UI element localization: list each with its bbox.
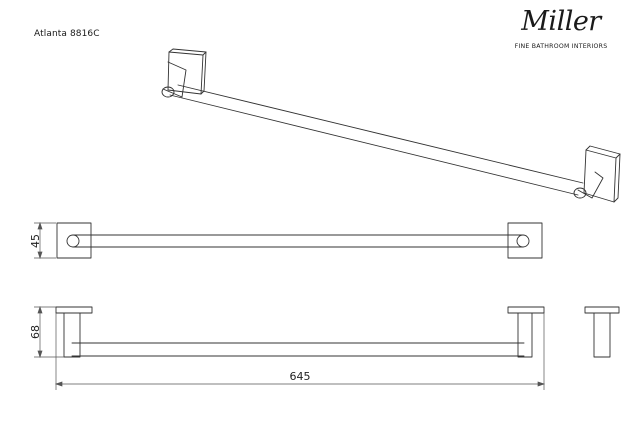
front-view	[56, 222, 543, 259]
dimension-height-front: 45	[29, 234, 42, 248]
front-left-plate	[56, 222, 92, 259]
brand-logo: Miller FINE BATHROOM INTERIORS	[506, 6, 616, 54]
dimension-height-side: 68	[29, 325, 42, 339]
isometric-view	[161, 48, 621, 203]
side-right-plate	[507, 306, 545, 314]
brand-name: Miller	[521, 6, 601, 37]
front-right-plate	[507, 222, 543, 259]
end-profile-post	[593, 312, 611, 358]
iso-right-plate	[583, 145, 621, 203]
side-right-post	[517, 312, 533, 358]
dimension-lines	[34, 221, 546, 390]
iso-right-post	[573, 171, 604, 199]
dimension-length: 645	[290, 370, 311, 383]
model-label: Atlanta 8816C	[34, 29, 100, 39]
side-left-plate	[55, 306, 93, 314]
side-left-post	[63, 312, 81, 358]
brand-tagline: FINE BATHROOM INTERIORS	[514, 43, 608, 50]
front-right-post	[516, 234, 530, 248]
iso-bar	[169, 84, 584, 196]
end-profile-plate	[584, 306, 620, 314]
front-left-post	[66, 234, 80, 248]
side-view	[55, 306, 620, 358]
iso-left-post	[161, 61, 187, 98]
